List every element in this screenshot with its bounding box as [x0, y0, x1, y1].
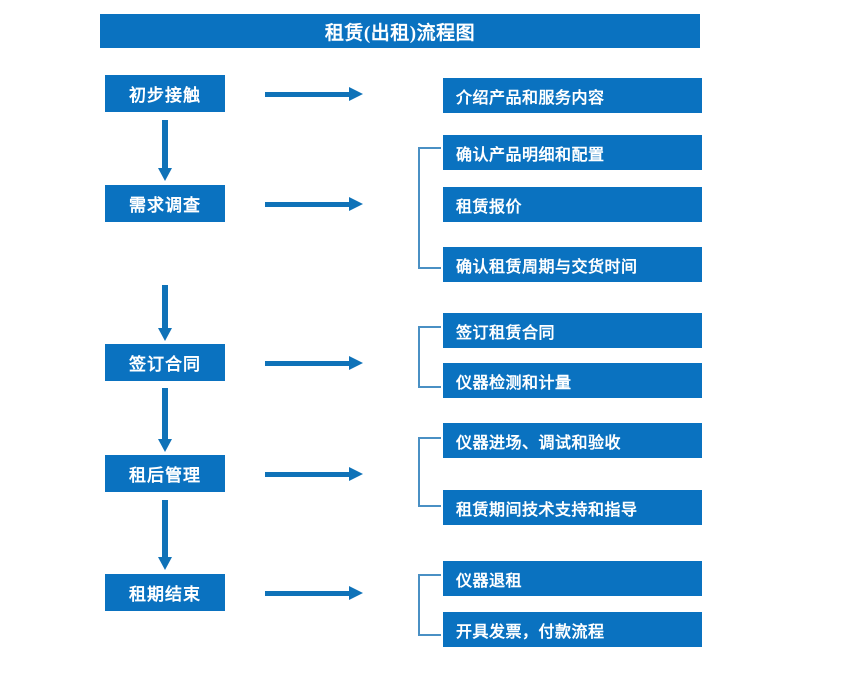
- group-bracket-requirement-survey: [418, 147, 441, 269]
- vertical-arrow-post-rental-to-lease-end: [157, 500, 173, 570]
- detail-box-instrument-return[interactable]: 仪器退租: [443, 561, 702, 596]
- stage-box-post-rental-management[interactable]: 租后管理: [105, 455, 225, 492]
- vertical-arrow-contact-to-survey: [157, 120, 173, 181]
- detail-box-introduce-products[interactable]: 介绍产品和服务内容: [443, 78, 702, 113]
- horizontal-arrow-sign-contract: [265, 355, 365, 371]
- detail-box-instrument-installation[interactable]: 仪器进场、调试和验收: [443, 423, 702, 458]
- detail-box-confirm-lease-period[interactable]: 确认租赁周期与交货时间: [443, 247, 702, 282]
- detail-box-technical-support[interactable]: 租赁期间技术支持和指导: [443, 490, 702, 525]
- group-bracket-contract: [418, 326, 441, 388]
- page-title: 租赁(出租)流程图: [100, 14, 700, 48]
- detail-box-sign-lease-contract[interactable]: 签订租赁合同: [443, 313, 702, 348]
- detail-box-rental-quotation[interactable]: 租赁报价: [443, 187, 702, 222]
- detail-box-confirm-product-details[interactable]: 确认产品明细和配置: [443, 135, 702, 170]
- horizontal-arrow-requirement-survey: [265, 196, 365, 212]
- group-bracket-post-rental: [418, 437, 441, 507]
- vertical-arrow-contract-to-post-rental: [157, 388, 173, 452]
- stage-box-requirement-survey[interactable]: 需求调查: [105, 185, 225, 222]
- detail-box-invoice-payment[interactable]: 开具发票，付款流程: [443, 612, 702, 647]
- vertical-arrow-survey-to-contract: [157, 285, 173, 341]
- horizontal-arrow-lease-end: [265, 585, 365, 601]
- detail-box-instrument-inspection[interactable]: 仪器检测和计量: [443, 363, 702, 398]
- stage-box-lease-end[interactable]: 租期结束: [105, 574, 225, 611]
- horizontal-arrow-initial-contact: [265, 86, 365, 102]
- horizontal-arrow-post-rental: [265, 466, 365, 482]
- stage-box-initial-contact[interactable]: 初步接触: [105, 75, 225, 112]
- group-bracket-lease-end: [418, 574, 441, 636]
- stage-box-sign-contract[interactable]: 签订合同: [105, 344, 225, 381]
